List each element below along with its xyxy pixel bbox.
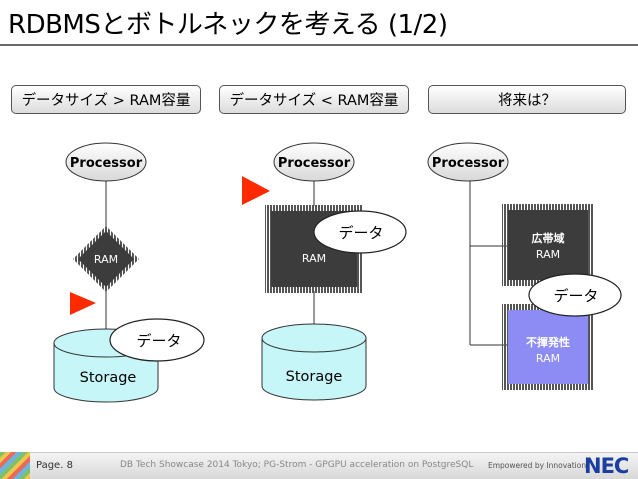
processor-label: Processor <box>432 156 505 171</box>
nonvolatile-label: 不揮発性 <box>526 335 570 349</box>
middle-data-bubble: データ <box>313 210 407 254</box>
right-nonvolatile-ram-chip: 不揮発性 RAM <box>502 304 594 390</box>
ram-label: RAM <box>536 248 560 261</box>
footer-bar <box>0 452 638 479</box>
right-data-bubble: データ <box>528 273 622 317</box>
scenario-label-data-larger: データサイズ > RAM容量 <box>11 85 201 114</box>
page-title: RDBMSとボトルネックを考える (1/2) <box>8 10 448 40</box>
footer-event-title: DB Tech Showcase 2014 Tokyo; PG-Strom - … <box>120 460 474 470</box>
storage-label: Storage <box>80 370 137 386</box>
ram-label: RAM <box>302 252 326 265</box>
processor-label: Processor <box>278 156 351 171</box>
footer-tagline: Empowered by Innovation <box>488 461 587 470</box>
left-ram-chip: RAM <box>73 226 139 292</box>
nec-logo: NEC <box>584 454 629 478</box>
scenario-label-future: 将来は？ <box>428 85 626 114</box>
page-number: Page. 8 <box>36 460 73 471</box>
bottleneck-diagram: Processor RAM Storage データ Processor RAM … <box>53 142 622 403</box>
wideband-ram-body <box>508 210 588 280</box>
left-data-bubble: データ <box>109 318 205 362</box>
footer-decoration <box>0 452 30 479</box>
processor-label: Processor <box>70 156 143 171</box>
ram-label: RAM <box>536 352 560 365</box>
data-label: データ <box>136 332 181 350</box>
ram-diamond-body <box>78 231 134 287</box>
middle-storage-cylinder: Storage <box>261 323 367 401</box>
middle-processor: Processor <box>273 142 355 182</box>
left-data-flag-icon <box>70 292 96 315</box>
right-wideband-ram-chip: 広帯域 RAM <box>502 204 594 286</box>
data-label: データ <box>338 224 383 242</box>
middle-data-flag-icon <box>242 176 270 205</box>
ram-label: RAM <box>94 253 118 266</box>
nonvolatile-ram-body <box>508 310 588 384</box>
data-label: データ <box>553 287 598 305</box>
title-divider <box>0 44 638 46</box>
right-processor: Processor <box>427 142 509 182</box>
storage-label: Storage <box>286 369 343 385</box>
wide-band-label: 広帯域 <box>532 231 565 245</box>
scenario-label-data-smaller: データサイズ < RAM容量 <box>219 85 409 114</box>
left-processor: Processor <box>65 142 147 182</box>
